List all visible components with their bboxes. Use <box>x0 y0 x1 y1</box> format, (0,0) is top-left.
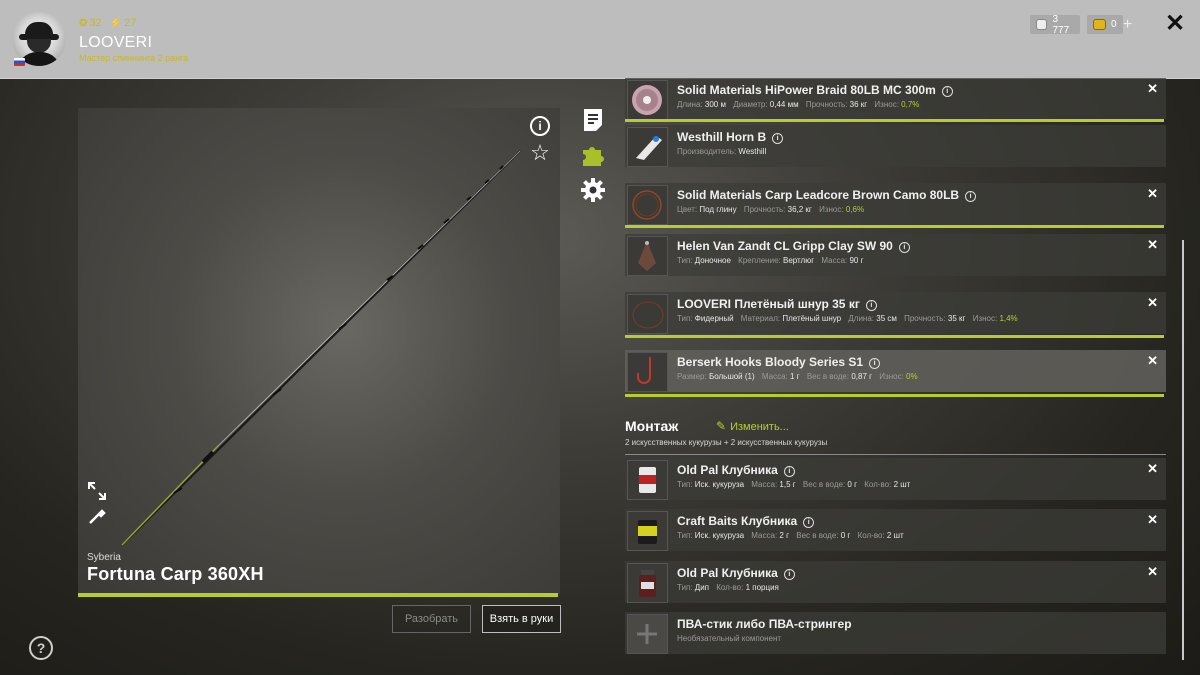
gold-coin-icon <box>1093 19 1106 30</box>
item-title: Old Pal Клубника <box>677 566 778 580</box>
item-title: Berserk Hooks Bloody Series S1 <box>677 355 864 369</box>
item-properties: Цвет: Под глину Прочность: 36,2 кг Износ… <box>677 205 865 214</box>
info-icon[interactable]: i <box>898 242 910 253</box>
item-properties: Тип: Иск. кукуруза Масса: 1,5 г Вес в во… <box>677 480 911 489</box>
montage-description: 2 искусственных кукурузы + 2 искусственн… <box>625 438 828 447</box>
take-in-hands-button[interactable]: Взять в руки <box>482 605 561 633</box>
player-energy: 27 <box>124 17 137 29</box>
help-icon[interactable]: ? <box>29 636 53 660</box>
avatar[interactable] <box>12 12 66 66</box>
item-title: Helen Van Zandt CL Gripp Clay SW 90 <box>677 239 893 253</box>
notes-tab-icon[interactable] <box>580 107 606 133</box>
remove-icon[interactable]: ✕ <box>1147 461 1158 476</box>
add-icon[interactable] <box>627 614 668 654</box>
expand-icon[interactable] <box>86 481 108 503</box>
condition-bar <box>625 335 1164 338</box>
remove-icon[interactable]: ✕ <box>1147 353 1158 368</box>
info-icon[interactable]: i <box>783 466 795 477</box>
bait-jar-icon <box>627 511 668 551</box>
item-properties: Длина: 300 м Диаметр: 0,44 мм Прочность:… <box>677 100 920 109</box>
silver-balance: 3 777 <box>1030 14 1080 36</box>
level-icon: ✪ <box>79 18 88 29</box>
item-properties: Размер: Большой (1) Масса: 1 г Вес в вод… <box>677 372 918 381</box>
settings-tab-icon[interactable] <box>580 177 606 203</box>
list-item[interactable]: Helen Van Zandt CL Gripp Clay SW 90 i Тип… <box>625 234 1166 276</box>
leadcore-coil-icon <box>627 185 668 225</box>
list-item[interactable]: LOOVERI Плетёный шнур 35 кг i Тип: Фидерн… <box>625 292 1166 334</box>
scrollbar[interactable] <box>1182 240 1184 660</box>
silver-coin-icon <box>1036 19 1048 30</box>
list-item[interactable]: Solid Materials HiPower Braid 80LB MC 30… <box>625 78 1166 120</box>
energy-icon: ⚡ <box>109 18 123 29</box>
braided-line-icon <box>627 294 668 334</box>
remove-icon[interactable]: ✕ <box>1147 295 1158 310</box>
close-button[interactable]: ✕ <box>1164 10 1186 37</box>
gold-balance: 0 <box>1087 15 1123 34</box>
sinker-icon <box>627 236 668 276</box>
remove-icon[interactable]: ✕ <box>1147 237 1158 252</box>
item-properties: Тип: Доночное Крепление: Вертлюг Масса: … <box>677 256 864 265</box>
rod-brand: Syberia <box>87 552 121 563</box>
remove-icon[interactable]: ✕ <box>1147 81 1158 96</box>
rod-preview[interactable]: i ☆ Syberia Fortuna Carp 360XH <box>78 108 560 594</box>
list-item[interactable]: Solid Materials Carp Leadcore Brown Camo… <box>625 183 1166 225</box>
remove-icon[interactable]: ✕ <box>1147 564 1158 579</box>
item-properties: Производитель: Westhill <box>677 147 767 156</box>
russia-flag-icon <box>14 58 25 66</box>
list-item[interactable]: Old Pal Клубника i Тип: Иск. кукуруза Мас… <box>625 458 1166 500</box>
player-stats: ✪32 ⚡27 <box>79 17 136 29</box>
item-title: Old Pal Клубника <box>677 463 778 477</box>
item-properties: Тип: Фидерный Материал: Плетёный шнур Дл… <box>677 314 1018 323</box>
condition-bar <box>625 394 1164 397</box>
info-icon[interactable]: i <box>530 116 550 136</box>
rod-name: Fortuna Carp 360XH <box>87 564 264 584</box>
dip-bottle-icon <box>627 563 668 603</box>
info-icon[interactable]: i <box>965 191 977 202</box>
item-title: Westhill Horn B <box>677 130 767 144</box>
item-title: ПВА-стик либо ПВА-стрингер <box>677 617 852 631</box>
player-rank: Мастер спиннинга 2 ранга <box>79 53 189 63</box>
item-title: Solid Materials HiPower Braid 80LB MC 30… <box>677 83 936 97</box>
edit-icon: ✎ <box>716 419 727 433</box>
paint-brush-icon[interactable] <box>86 506 108 528</box>
line-spool-icon <box>627 80 668 120</box>
top-bar: ✪32 ⚡27 LOOVERI Мастер спиннинга 2 ранга… <box>0 0 1200 79</box>
disassemble-button[interactable]: Разобрать <box>392 605 471 633</box>
item-properties: Необязательный компонент <box>677 634 782 643</box>
info-icon[interactable]: i <box>865 300 877 311</box>
condition-bar <box>625 119 1164 122</box>
hook-icon <box>627 352 668 392</box>
condition-bar <box>625 225 1164 228</box>
puzzle-tab-icon[interactable] <box>580 142 606 168</box>
remove-icon[interactable]: ✕ <box>1147 512 1158 527</box>
info-icon[interactable]: i <box>783 569 795 580</box>
item-title: Solid Materials Carp Leadcore Brown Camo… <box>677 188 960 202</box>
montage-title: Монтаж <box>625 418 679 434</box>
info-icon[interactable]: i <box>869 358 881 369</box>
empty-slot-item[interactable]: ПВА-стик либо ПВА-стрингер Необязательны… <box>625 612 1166 654</box>
info-icon[interactable]: i <box>803 517 815 528</box>
username: LOOVERI <box>79 34 153 51</box>
list-item[interactable]: Westhill Horn B i Производитель: Westhill <box>625 125 1166 167</box>
item-properties: Тип: Иск. кукуруза Масса: 2 г Вес в воде… <box>677 531 904 540</box>
info-icon[interactable]: i <box>772 133 784 144</box>
item-title: LOOVERI Плетёный шнур 35 кг <box>677 297 860 311</box>
add-currency-button[interactable]: + <box>1122 16 1133 33</box>
star-icon[interactable]: ☆ <box>530 140 550 165</box>
item-properties: Тип: Дип Кол-во: 1 порция <box>677 583 779 592</box>
item-title: Craft Baits Клубника <box>677 514 798 528</box>
divider <box>625 454 1166 455</box>
rod-image <box>121 150 521 546</box>
bait-jar-icon <box>627 460 668 500</box>
info-icon[interactable]: i <box>941 86 953 97</box>
bite-alarm-icon <box>627 127 668 167</box>
player-level: 32 <box>89 17 102 29</box>
rod-condition-bar <box>78 593 558 597</box>
montage-edit-link[interactable]: ✎Изменить... <box>716 419 789 433</box>
remove-icon[interactable]: ✕ <box>1147 186 1158 201</box>
list-item[interactable]: Craft Baits Клубника i Тип: Иск. кукуруза… <box>625 509 1166 551</box>
list-item[interactable]: Old Pal Клубника i Тип: Дип Кол-во: 1 пор… <box>625 561 1166 603</box>
list-item[interactable]: Berserk Hooks Bloody Series S1 i Размер: … <box>625 350 1166 392</box>
